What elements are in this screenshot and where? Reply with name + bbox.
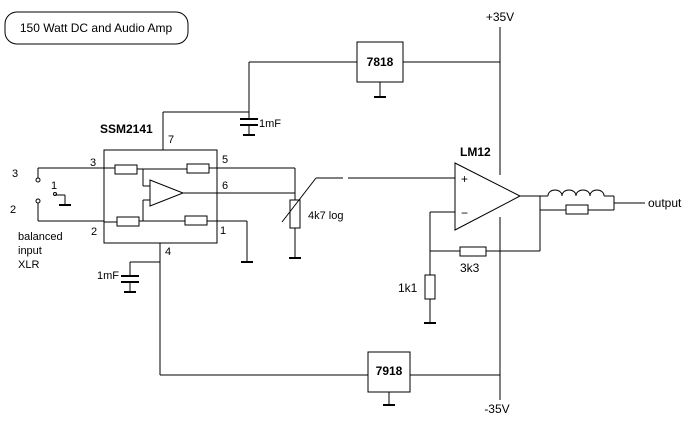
regulator-7918-label: 7918 — [376, 364, 403, 378]
title-text: 150 Watt DC and Audio Amp — [20, 21, 173, 35]
ic-pin2-label: 2 — [91, 226, 97, 238]
potentiometer-label: 4k7 log — [308, 210, 343, 222]
output-resistor — [565, 204, 589, 215]
regulator-7818: 7818 — [249, 41, 404, 98]
lm12-inverting-label: − — [461, 206, 468, 220]
regulator-7918: 7918 — [160, 351, 411, 406]
ic-pin5-label: 5 — [222, 154, 228, 166]
capacitor-lower: 1mF — [97, 261, 160, 293]
ic-external-wiring — [217, 167, 296, 263]
resistor-1k1-label: 1k1 — [398, 281, 418, 295]
xlr-terminal-2 — [35, 198, 41, 204]
ic-resistor-top-left — [114, 164, 138, 175]
xlr-pin1-label: 1 — [51, 180, 57, 192]
capacitor-upper: 1mF — [163, 62, 281, 136]
ic-resistor-bottom-left — [116, 216, 140, 227]
lm12-noninverting-label: + — [461, 172, 468, 186]
volume-potentiometer: 4k7 log — [281, 177, 455, 259]
input-label-line3: XLR — [18, 259, 39, 271]
output-inductor — [547, 189, 605, 197]
ic-pin7-label: 7 — [168, 134, 174, 146]
output-label: output — [648, 196, 682, 210]
rail-wires — [403, 27, 501, 400]
xlr-input: 3 2 1 balanced input XLR — [10, 167, 104, 271]
feedback-network: 3k3 1k1 — [398, 196, 541, 324]
ic-pin3-label: 3 — [90, 157, 96, 169]
input-label-line2: input — [18, 245, 42, 257]
resistor-3k3-label: 3k3 — [460, 261, 480, 275]
ssm2141-ic: SSM2141 7 4 3 2 5 6 1 — [90, 112, 228, 375]
input-label-line1: balanced — [18, 231, 63, 243]
capacitor-lower-label: 1mF — [97, 270, 119, 282]
negative-rail-label: -35V — [484, 402, 509, 416]
regulator-7818-label: 7818 — [367, 55, 394, 69]
ic-resistor-top-right — [186, 163, 210, 174]
xlr-terminal-3 — [35, 177, 41, 183]
ic-resistor-bottom-right — [184, 215, 208, 226]
title-box: 150 Watt DC and Audio Amp — [4, 11, 189, 45]
ic-pin4-label: 4 — [165, 246, 171, 258]
ssm2141-label: SSM2141 — [100, 122, 153, 136]
lm12-label: LM12 — [460, 145, 491, 159]
ic-internal-opamp — [149, 179, 185, 207]
ic-pin1-label: 1 — [220, 225, 226, 237]
ic-pin6-label: 6 — [222, 180, 228, 192]
output-network: output — [520, 189, 682, 215]
xlr-pin2-label: 2 — [10, 204, 16, 216]
positive-rail-label: +35V — [486, 10, 514, 24]
capacitor-upper-label: 1mF — [259, 118, 281, 130]
lm12-amplifier: LM12 + − — [430, 145, 522, 231]
xlr-pin3-label: 3 — [12, 168, 18, 180]
resistor-3k3 — [459, 246, 487, 257]
resistor-1k1 — [424, 274, 436, 300]
